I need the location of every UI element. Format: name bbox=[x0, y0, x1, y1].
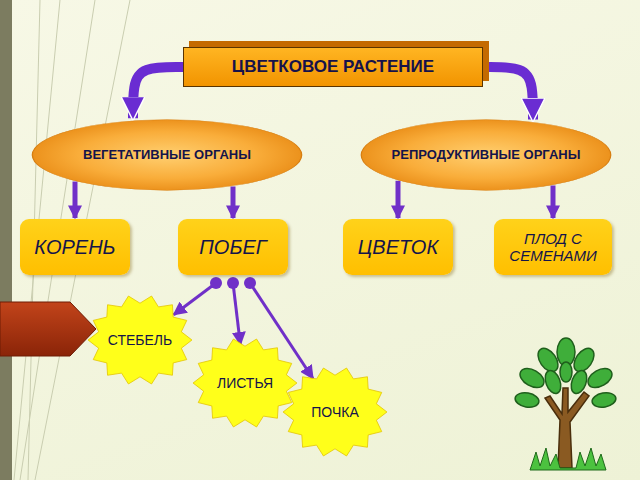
organ-box: ЦВЕТОК bbox=[343, 219, 453, 275]
node-label: ПОЧКА bbox=[311, 404, 358, 420]
connector-arrow bbox=[231, 186, 236, 218]
connector-arrow bbox=[73, 182, 78, 218]
node-label: РЕПРОДУКТИВНЫЕ ОРГАНЫ bbox=[392, 148, 581, 163]
group-ellipse: РЕПРОДУКТИВНЫЕ ОРГАНЫ bbox=[360, 119, 612, 191]
connector-arrow bbox=[174, 283, 216, 315]
branch-dot bbox=[227, 277, 239, 289]
node-label: ПОБЕГ bbox=[199, 236, 266, 259]
starburst-fill bbox=[88, 296, 192, 384]
connector-arrow bbox=[483, 67, 533, 120]
side-strip bbox=[0, 0, 12, 480]
node-label: ЦВЕТОК bbox=[358, 236, 438, 259]
connector-arrow bbox=[551, 185, 556, 218]
ellipse-fill bbox=[361, 120, 610, 191]
organ-box: ПЛОД С СЕМЕНАМИ bbox=[494, 219, 612, 275]
connector-arrow bbox=[396, 181, 401, 218]
title-box: ЦВЕТКОВОЕ РАСТЕНИЕ bbox=[183, 47, 483, 87]
node-label: СТЕБЕЛЬ bbox=[108, 332, 172, 348]
connector-arrow bbox=[233, 283, 240, 345]
branch-dot bbox=[244, 277, 256, 289]
node-label: КОРЕНЬ bbox=[34, 236, 115, 259]
ellipse-fill bbox=[32, 120, 301, 191]
connector-arrow bbox=[133, 67, 183, 118]
starburst-fill bbox=[283, 368, 387, 456]
part-starburst: СТЕБЕЛЬ bbox=[87, 294, 193, 386]
organ-box: ПОБЕГ bbox=[178, 219, 288, 275]
node-label: ВЕГЕТАТИВНЫЕ ОРГАНЫ bbox=[83, 148, 251, 163]
organ-box: КОРЕНЬ bbox=[20, 219, 130, 275]
side-lines bbox=[14, 0, 130, 480]
starburst-fill bbox=[193, 339, 297, 427]
branch-dot bbox=[210, 277, 222, 289]
part-starburst: ЛИСТЬЯ bbox=[192, 337, 298, 429]
red-pointer bbox=[0, 302, 96, 356]
node-label: ПЛОД С СЕМЕНАМИ bbox=[501, 230, 605, 265]
node-label: ЦВЕТКОВОЕ РАСТЕНИЕ bbox=[232, 57, 434, 77]
tree-illustration bbox=[514, 338, 617, 470]
node-label: ЛИСТЬЯ bbox=[217, 375, 273, 391]
part-starburst: ПОЧКА bbox=[282, 366, 388, 458]
group-ellipse: ВЕГЕТАТИВНЫЕ ОРГАНЫ bbox=[31, 119, 303, 191]
